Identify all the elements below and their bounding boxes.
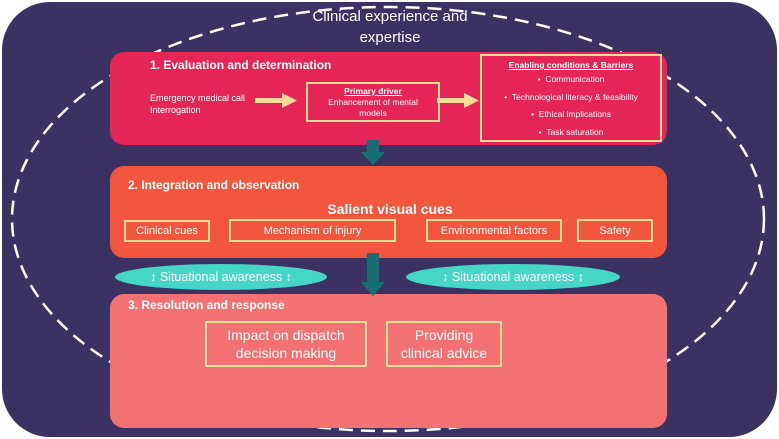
cue-box-clinical: Clinical cues [124,220,210,242]
salient-cues-heading: Salient visual cues [327,201,453,217]
stage1-input: Emergency medical call Interrogation [150,92,245,116]
diagram-title: Clinical experience and expertise [312,8,468,46]
primary-driver-heading: Primary driver [344,85,402,96]
situational-awareness-right: ↕ Situational awareness ↕ [406,264,620,290]
stage3-title: 3. Resolution and response [128,298,285,312]
down-arrow-1 [361,140,385,165]
stage1-title: 1. Evaluation and determination [150,58,332,72]
outcome-line: Impact on dispatch [227,327,345,343]
stage1-input-line: Emergency medical call [150,93,246,103]
stage3-panel [110,294,667,428]
enabling-item: Ethical implications [482,106,660,124]
outcome-advice-box: Providing clinical advice [386,321,502,367]
outcome-line: Providing [414,327,474,343]
situational-awareness-left: ↕ Situational awareness ↕ [115,264,327,290]
stage2-panel [110,166,667,258]
outcome-line: decision making [235,345,337,361]
enabling-conditions-box: Enabling conditions & Barriers Communica… [480,54,662,142]
cue-box-safety: Safety [577,219,653,242]
outcome-dispatch-box: Impact on dispatch decision making [205,321,367,367]
enabling-item: Task saturation [482,124,660,142]
right-arrow-1 [255,93,297,108]
stage2-title: 2. Integration and observation [128,178,300,192]
enabling-item: Communication [482,71,660,89]
primary-driver-text: models [359,107,387,118]
cue-box-mechanism: Mechanism of injury [229,219,396,242]
dashed-ellipse [10,5,766,433]
enabling-heading: Enabling conditions & Barriers [508,60,634,70]
right-arrow-2 [437,93,479,108]
cue-box-environmental: Environmental factors [426,219,562,242]
enabling-item: Technological literacy & feasibility [482,89,660,107]
stage1-input-line: Interrogation [150,105,201,115]
enabling-list: Communication Technological literacy & f… [482,71,660,141]
primary-driver-text: Enhancement of mental [328,96,418,107]
down-arrow-2 [361,253,385,296]
outcome-line: clinical advice [400,345,488,361]
